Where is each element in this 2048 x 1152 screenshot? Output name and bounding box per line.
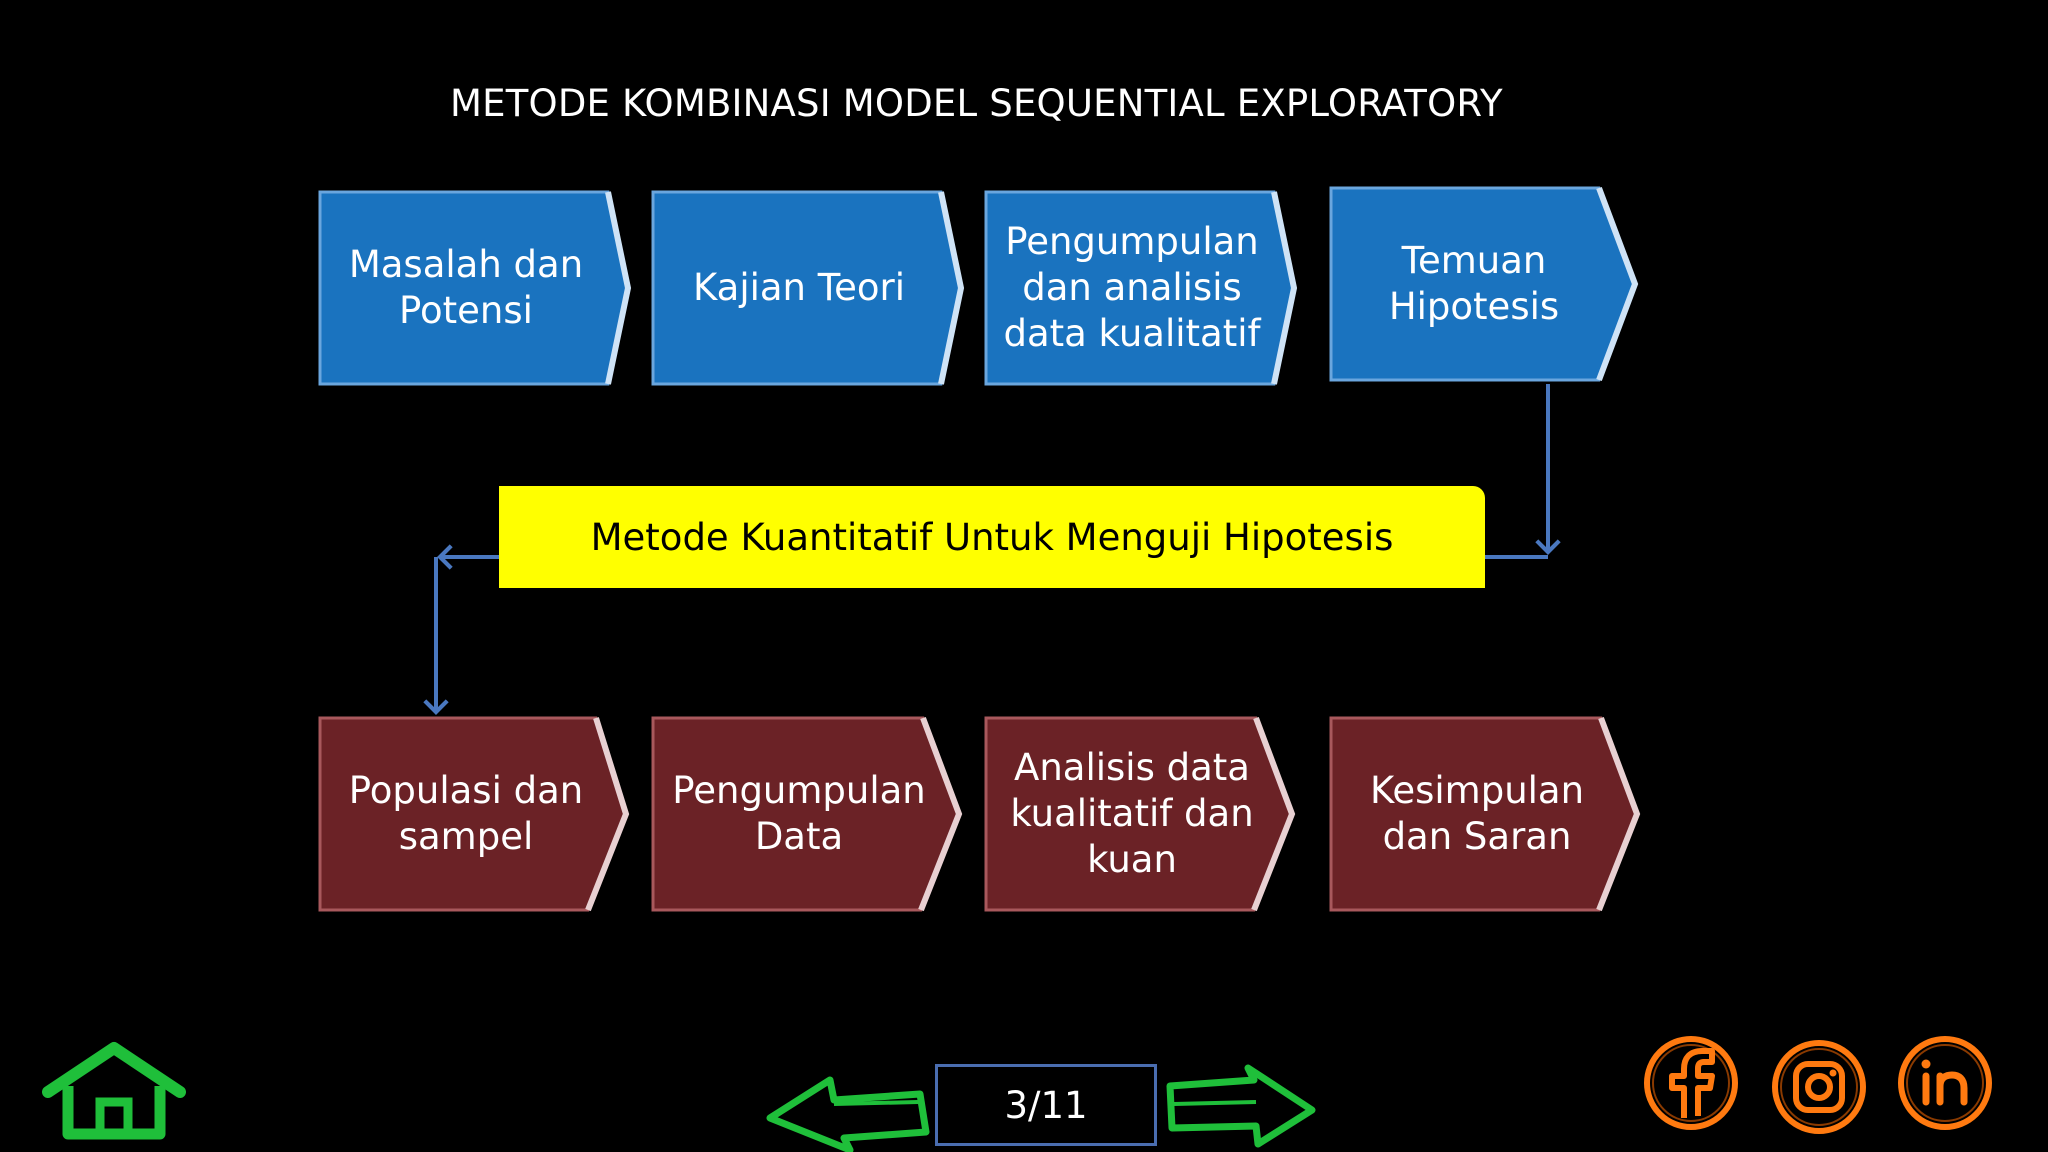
step-label: Analisis data kualitatif dan kuan — [1010, 746, 1254, 881]
instagram-icon[interactable] — [1770, 1038, 1868, 1136]
step-label: Populasi dan sampel — [348, 769, 584, 858]
chevron-shape — [651, 190, 965, 386]
step-label: Kesimpulan dan Saran — [1369, 769, 1585, 858]
step-kajian-teori: Kajian Teori — [651, 190, 965, 386]
step-label: Masalah dan Potensi — [348, 243, 584, 332]
chevron-shape — [984, 190, 1298, 386]
chevron-shape — [318, 190, 632, 386]
chevron-shape — [1329, 186, 1639, 382]
step-label: Temuan Hipotesis — [1388, 239, 1560, 328]
slide-title: METODE KOMBINASI MODEL SEQUENTIAL EXPLOR… — [450, 82, 1503, 125]
step-kesimpulan-dan-saran: Kesimpulan dan Saran — [1329, 716, 1641, 912]
chevron-shape — [984, 716, 1296, 912]
home-icon[interactable] — [42, 1040, 186, 1140]
next-arrow-icon[interactable] — [1164, 1064, 1318, 1148]
step-label: Pengumpulan dan analisis data kualitatif — [1003, 220, 1261, 355]
step-populasi-dan-sampel: Populasi dan sampel — [318, 716, 630, 912]
linkedin-icon[interactable] — [1896, 1034, 1994, 1132]
step-masalah-dan-potensi: Masalah dan Potensi — [318, 190, 632, 386]
chevron-shape — [1329, 716, 1641, 912]
chevron-shape — [318, 716, 630, 912]
step-label: Kajian Teori — [693, 266, 905, 309]
facebook-icon[interactable] — [1642, 1034, 1740, 1132]
prev-arrow-icon[interactable] — [764, 1074, 930, 1152]
chevron-shape — [651, 716, 963, 912]
step-label: Pengumpulan Data — [672, 769, 926, 858]
quantitative-method-box: Metode Kuantitatif Untuk Menguji Hipotes… — [499, 486, 1485, 588]
step-analisis-data: Analisis data kualitatif dan kuan — [984, 716, 1296, 912]
page-indicator: 3/11 — [935, 1064, 1157, 1146]
step-pengumpulan-analisis-kualitatif: Pengumpulan dan analisis data kualitatif — [984, 190, 1298, 386]
step-pengumpulan-data: Pengumpulan Data — [651, 716, 963, 912]
step-temuan-hipotesis: Temuan Hipotesis — [1329, 186, 1641, 382]
